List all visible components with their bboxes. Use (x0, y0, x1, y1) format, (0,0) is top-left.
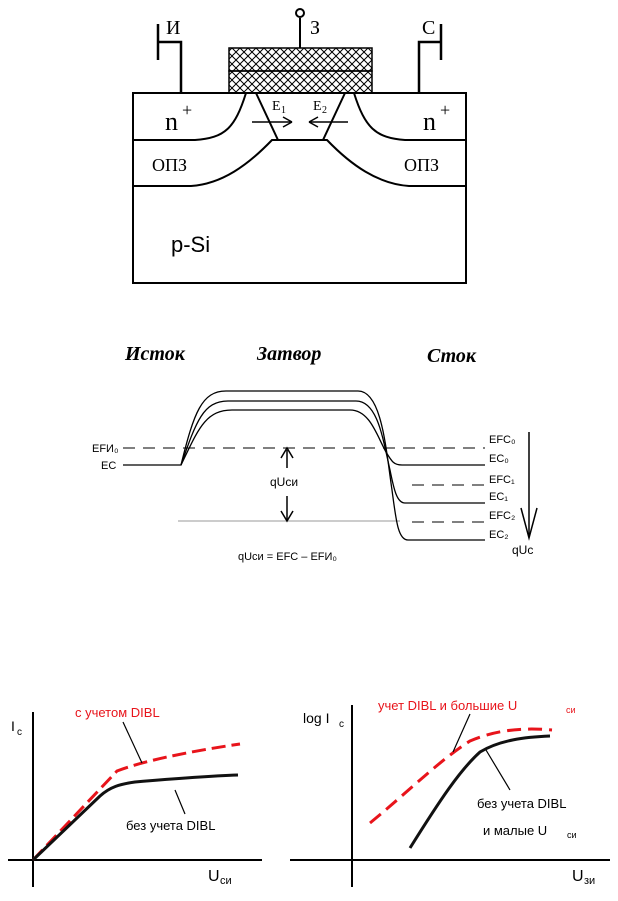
mosfet-diagram: З И С E 1 E 2 n + n (132, 8, 467, 284)
ef-source-label: EFИ₀ (92, 443, 119, 455)
series-no-dibl-low-u (408, 734, 551, 849)
legend-dibl-high-u: учет DIBL и большие U си (378, 698, 576, 715)
source-terminal (156, 24, 183, 93)
ec-curve-1 (180, 400, 485, 504)
q-u-c-label: qUc (512, 543, 533, 557)
depletion-left-label: ОПЗ (152, 155, 187, 175)
n-plus-right-label: n + (423, 100, 450, 136)
ec-source-label: EC (101, 460, 116, 472)
svg-text:1: 1 (281, 105, 286, 116)
depletion-right-label: ОПЗ (404, 155, 439, 175)
legend-no-dibl-line2: и малые U си (483, 823, 577, 840)
drain-terminal (417, 24, 443, 93)
ec-curve-2 (180, 390, 485, 541)
band-diagram: Исток Затвор Сток EFИ₀ EC EFC₀ EC₀ EFC₁ … (92, 343, 538, 563)
pointer-no-dibl-low-u (485, 749, 511, 791)
field-e1: E 1 (252, 99, 293, 128)
ec-curve-0 (123, 409, 485, 466)
ef-c1-label: EFC₁ (489, 474, 515, 486)
ef-c2-label: EFC₂ (489, 510, 515, 522)
svg-text:зи: зи (584, 875, 595, 887)
svg-text:n: n (423, 107, 436, 136)
ef-c0-label: EFC₀ (489, 434, 516, 446)
source-label: И (166, 17, 180, 39)
field-e2: E 2 (308, 99, 348, 128)
svg-text:и малые U: и малые U (483, 823, 547, 838)
svg-text:c: c (17, 727, 22, 738)
drain-label: С (422, 17, 435, 39)
svg-text:I: I (11, 718, 15, 734)
substrate-label: p-Si (171, 232, 210, 257)
ec-c1-label: EC₁ (489, 491, 508, 503)
svg-text:U: U (572, 868, 584, 885)
n-plus-left-label: n + (165, 100, 192, 136)
band-title-source: Исток (124, 343, 186, 365)
pointer-dibl-high-u (452, 713, 471, 753)
q-u-si-arrow (280, 446, 294, 523)
svg-text:си: си (220, 875, 232, 887)
legend-no-dibl-line1: без учета DIBL (477, 796, 566, 811)
ec-c0-label: EC₀ (489, 453, 509, 465)
svg-text:си: си (567, 830, 577, 840)
series-with-dibl (31, 742, 241, 862)
legend-without-dibl: без учета DIBL (126, 818, 215, 833)
svg-text:E: E (313, 99, 322, 114)
chart-log-xlabel: U зи (572, 868, 595, 887)
ec-c2-label: EC₂ (489, 529, 509, 541)
n-plus-left-boundary (133, 92, 247, 141)
svg-text:E: E (272, 99, 281, 114)
svg-text:c: c (339, 719, 344, 730)
substrate-body (132, 92, 467, 284)
svg-text:учет DIBL и большие U: учет DIBL и большие U (378, 698, 517, 713)
chart-linear-ylabel: I c (11, 718, 22, 738)
legend-with-dibl: с учетом DIBL (75, 705, 160, 720)
band-title-gate: Затвор (256, 343, 321, 365)
series-dibl-high-u (369, 727, 553, 825)
gate-electrode (228, 47, 373, 72)
n-plus-right-boundary (353, 92, 466, 141)
chart-log-ylabel: log I c (303, 710, 344, 730)
band-formula: qUси = EFC – EFИ₀ (238, 551, 337, 563)
svg-text:2: 2 (322, 105, 327, 116)
q-u-si-label: qUси (270, 475, 298, 489)
series-without-dibl (31, 773, 239, 862)
pointer-without-dibl (174, 789, 186, 815)
gate-terminal (295, 8, 305, 18)
band-title-drain: Сток (427, 345, 477, 367)
chart-linear-xlabel: U си (208, 868, 232, 887)
svg-text:log I: log I (303, 710, 329, 726)
chart-linear: I c U си с учетом DIBL без учета DIBL (8, 705, 262, 887)
gate-oxide (228, 70, 373, 94)
svg-text:+: + (182, 100, 192, 120)
pointer-with-dibl (122, 721, 143, 764)
svg-text:n: n (165, 107, 178, 136)
svg-text:си: си (566, 705, 576, 715)
chart-log: log I c U зи учет DIBL и большие U си бе… (290, 698, 610, 887)
svg-text:U: U (208, 868, 220, 885)
channel-region (255, 92, 346, 141)
svg-text:+: + (440, 100, 450, 120)
gate-label: З (310, 17, 320, 39)
q-u-c-arrow (520, 432, 538, 541)
